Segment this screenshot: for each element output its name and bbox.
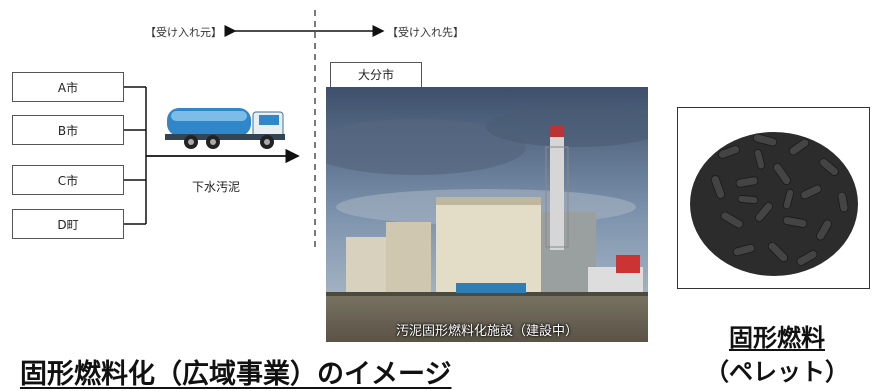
source-header-label: 【受け入れ元】 (145, 26, 222, 39)
sewage-sludge-label: 下水汚泥 (192, 180, 241, 194)
pellet-pile-image (690, 132, 858, 276)
source-city-b: B市 (12, 115, 124, 145)
facility-photo: 汚泥固形燃料化施設（建設中） (326, 87, 648, 342)
source-town-d: D町 (12, 209, 124, 239)
tanker-truck-icon (165, 108, 285, 149)
pellet-photo (677, 107, 870, 289)
source-city-a: A市 (12, 72, 124, 102)
facility-photo-caption: 汚泥固形燃料化施設（建設中） (395, 324, 578, 339)
source-city-c: C市 (12, 165, 124, 195)
destination-header-label: 【受け入れ先】 (387, 26, 464, 39)
destination-city: 大分市 (330, 62, 422, 88)
solid-fuel-title: 固形燃料 (729, 324, 825, 352)
facility-photo-image (326, 87, 648, 342)
main-title: 固形燃料化（広域事業）のイメージ (20, 359, 452, 390)
pellet-subtitle: （ペレット） (705, 358, 849, 386)
